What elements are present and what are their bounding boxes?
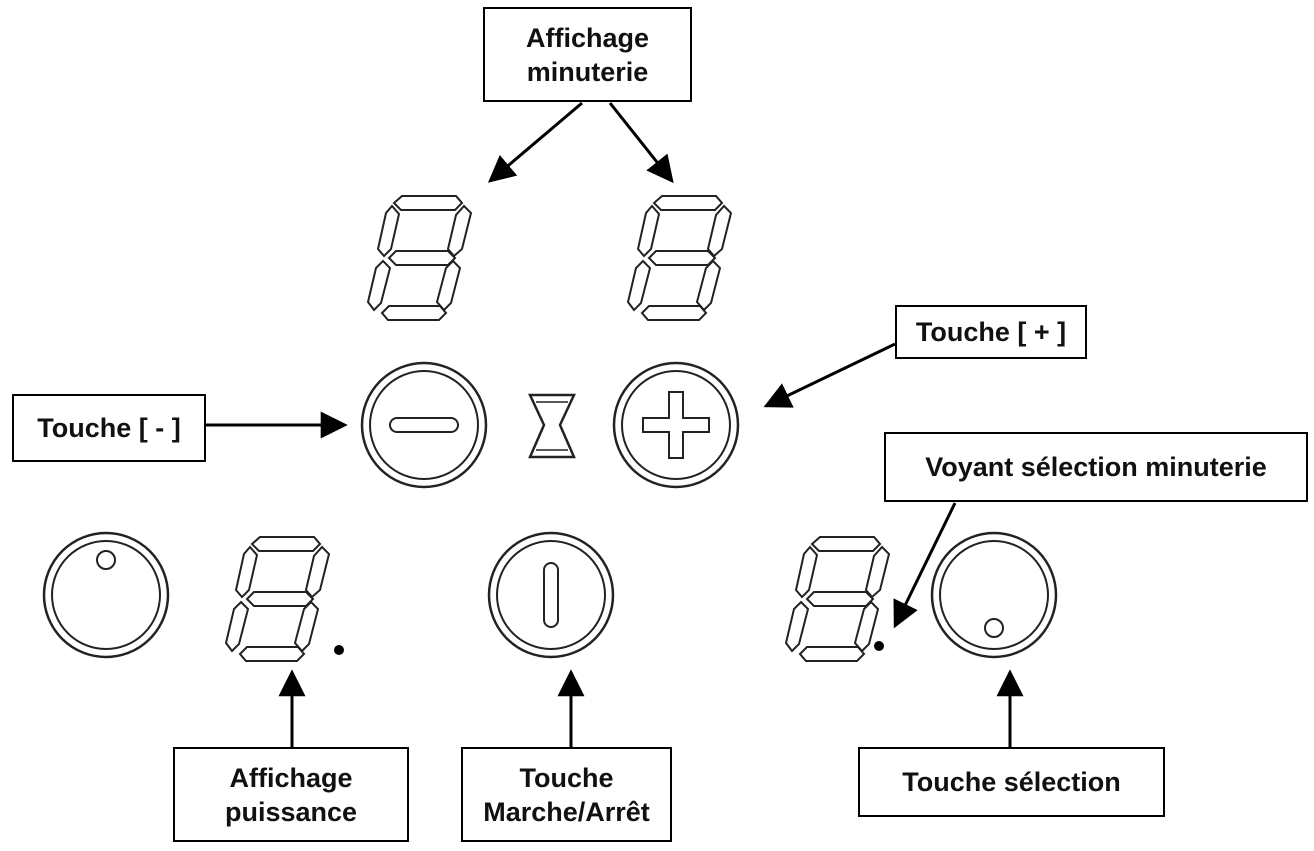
label-touche-selection: Touche sélection	[858, 747, 1165, 817]
timer-digit-left	[367, 195, 472, 321]
arrow-voyant	[893, 502, 957, 629]
label-touche-marche-arret: Touche Marche/Arrêt	[461, 747, 672, 842]
power-level-digit	[225, 536, 330, 662]
selection-key[interactable]	[930, 531, 1058, 659]
minus-icon	[389, 417, 459, 433]
arrow-touche-plus	[763, 342, 896, 408]
right-zone-digit	[785, 536, 890, 662]
plus-icon	[642, 391, 710, 459]
left-zone-knob[interactable]	[42, 531, 170, 659]
arrows	[206, 101, 1024, 747]
hourglass-icon	[528, 393, 576, 459]
on-off-key[interactable]	[487, 531, 615, 659]
timer-digit-right	[627, 195, 732, 321]
arrow-timer-left	[487, 101, 583, 183]
power-icon	[543, 562, 559, 628]
power-level-dot	[334, 645, 344, 655]
label-touche-plus: Touche [ + ]	[895, 305, 1087, 359]
arrow-timer-right	[608, 102, 674, 184]
label-affichage-puissance: Affichage puissance	[173, 747, 409, 842]
label-affichage-minuterie: Affichage minuterie	[483, 7, 692, 102]
minus-key[interactable]	[360, 361, 488, 489]
plus-key[interactable]	[612, 361, 740, 489]
selection-key-dot	[984, 618, 1004, 638]
left-zone-indicator-dot	[96, 550, 116, 570]
timer-selection-indicator-light	[874, 641, 884, 651]
label-touche-moins: Touche [ - ]	[12, 394, 206, 462]
label-voyant-selection-minuterie: Voyant sélection minuterie	[884, 432, 1308, 502]
